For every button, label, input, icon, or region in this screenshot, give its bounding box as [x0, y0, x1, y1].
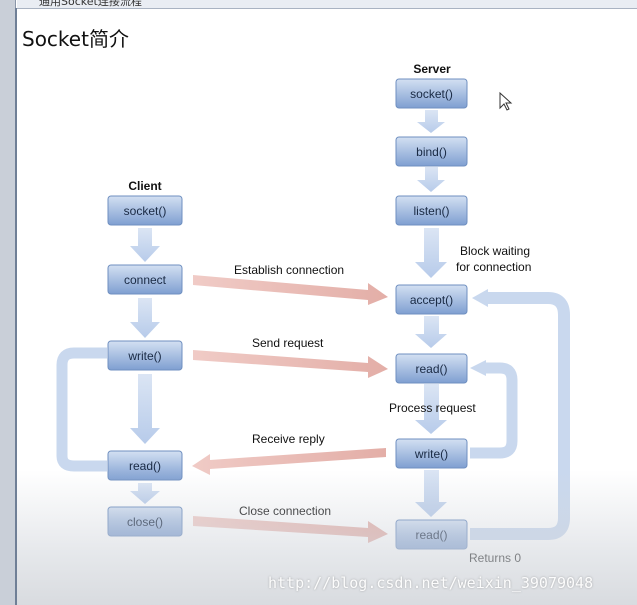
close-connection-label: Close connection — [239, 504, 331, 518]
client-socket-label: socket() — [124, 204, 167, 218]
server-read-label: read() — [415, 362, 447, 376]
server-write-box: write() — [395, 438, 468, 469]
client-write-box: write() — [107, 340, 183, 371]
server-socket-label: socket() — [410, 87, 453, 101]
client-socket-box: socket() — [107, 195, 183, 226]
client-loop-arrow — [56, 347, 107, 472]
server-read-final-label: read() — [415, 528, 447, 542]
watermark-text: http://blog.csdn.net/weixin_39079048 — [268, 574, 594, 592]
document-tab[interactable]: 通用Socket连接流程 — [17, 0, 637, 9]
server-listen-label: listen() — [413, 204, 449, 218]
send-request-arrow — [193, 350, 388, 378]
client-close-box: close() — [107, 506, 183, 537]
server-inner-loop-arrow — [470, 362, 518, 459]
receive-reply-label: Receive reply — [252, 432, 325, 446]
client-connect-label: connect — [124, 273, 167, 287]
server-read-box: read() — [395, 353, 468, 384]
process-request-label: Process request — [389, 401, 476, 415]
client-close-label: close() — [127, 515, 163, 529]
block-waiting-line1: Block waiting — [460, 244, 530, 258]
client-heading: Client — [128, 179, 161, 193]
server-write-label: write() — [414, 447, 448, 461]
establish-connection-arrow — [193, 275, 388, 305]
server-heading: Server — [413, 62, 451, 76]
tab-title: 通用Socket连接流程 — [39, 0, 142, 8]
client-read-box: read() — [107, 450, 183, 481]
server-read-final-box: read() — [395, 519, 468, 550]
server-inner-loop-arrowhead — [470, 360, 486, 376]
receive-reply-arrow — [192, 448, 386, 475]
server-accept-label: accept() — [410, 293, 453, 307]
send-request-label: Send request — [252, 336, 324, 350]
client-connect-box: connect — [107, 264, 183, 295]
returns-zero-label: Returns 0 — [469, 551, 521, 565]
client-write-label: write() — [127, 349, 161, 363]
establish-connection-label: Establish connection — [234, 263, 344, 277]
server-socket-box: socket() — [395, 78, 468, 109]
slide-title: Socket简介 — [22, 27, 129, 51]
server-listen-box: listen() — [395, 195, 468, 226]
server-bind-label: bind() — [416, 145, 447, 159]
panel-divider — [15, 8, 17, 605]
block-waiting-line2: for connection — [456, 260, 531, 274]
mouse-cursor-icon — [499, 91, 513, 111]
server-outer-loop-arrowhead — [472, 289, 488, 307]
client-read-label: read() — [129, 459, 161, 473]
server-accept-box: accept() — [395, 284, 468, 315]
close-connection-arrow — [193, 516, 388, 543]
server-bind-box: bind() — [395, 136, 468, 167]
